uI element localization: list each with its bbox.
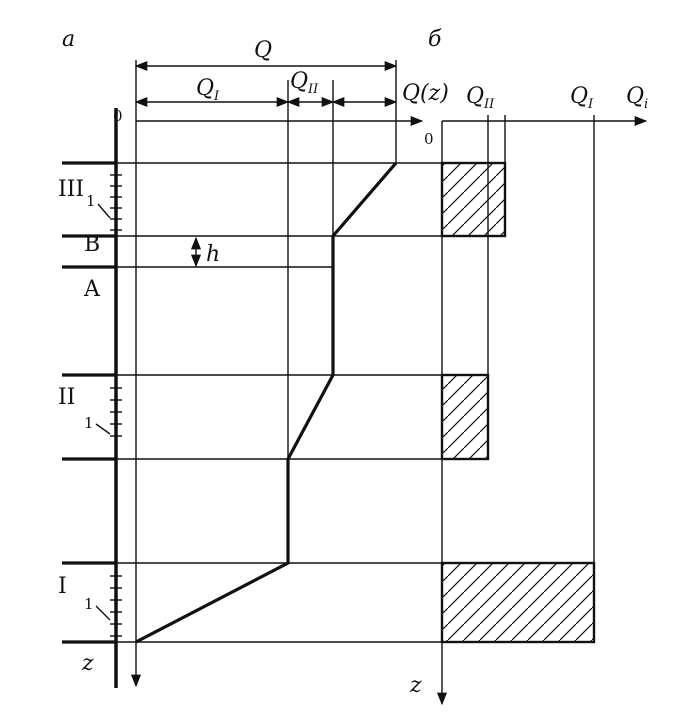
q-z-profile-curve xyxy=(135,161,398,644)
origin-label-a: 0 xyxy=(113,107,123,125)
inflow-box-II xyxy=(440,373,490,461)
q-b-ii-label: QII xyxy=(466,84,495,112)
z-label-b: z xyxy=(409,673,422,698)
extension-lines xyxy=(287,60,397,459)
z-label-a: z xyxy=(81,651,94,676)
perforation-leader-I xyxy=(95,605,111,621)
layer-label-III: III xyxy=(58,177,84,202)
layer-label-II: II xyxy=(58,385,75,410)
reference-lines-a xyxy=(116,162,396,643)
q-b-i-label: QI xyxy=(570,84,594,112)
q-i-label: QI xyxy=(196,76,220,104)
reference-lines-b-horizontal xyxy=(136,162,442,643)
q-label: Q xyxy=(254,38,272,63)
q-ii-label: QII xyxy=(290,69,319,97)
h-label: h xyxy=(206,242,220,267)
perforation-leader-III xyxy=(97,203,111,219)
layer-label-A: A xyxy=(83,277,101,302)
inflow-box-I xyxy=(440,561,596,644)
q-i-axis-label: Qi xyxy=(626,84,648,112)
layer-boundary-marks xyxy=(62,161,116,644)
q-z-label: Q(z) xyxy=(402,81,449,106)
panel-a-label: а xyxy=(62,27,75,52)
perforation-ticks-I xyxy=(110,575,122,637)
perforation-ticks-III xyxy=(110,174,122,231)
layer-label-B: B xyxy=(84,232,100,257)
panel-b-label: б xyxy=(428,27,442,52)
perforation-label-I: 1 xyxy=(84,595,94,613)
perforation-label-III: 1 xyxy=(86,192,96,210)
perforation-label-II: 1 xyxy=(84,414,94,432)
inflow-box-III xyxy=(440,161,507,238)
layer-label-I: I xyxy=(58,574,67,599)
perforation-leader-II xyxy=(95,423,111,435)
perforation-ticks-II xyxy=(110,387,122,437)
origin-label-b: 0 xyxy=(424,130,434,148)
